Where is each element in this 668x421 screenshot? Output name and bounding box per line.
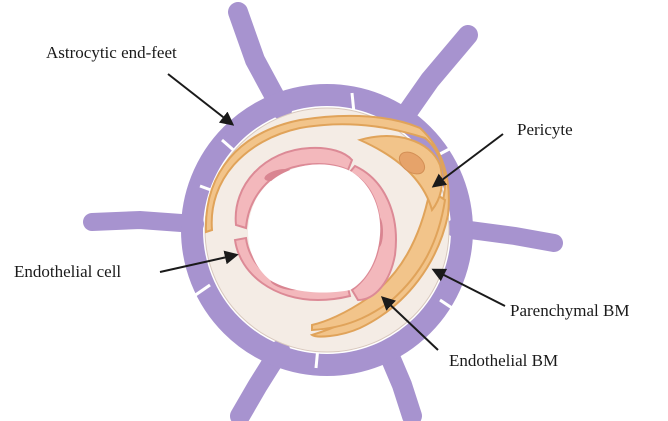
label-endothelial-cell: Endothelial cell xyxy=(14,263,121,280)
label-parenchymal-bm: Parenchymal BM xyxy=(510,302,629,319)
arrow-astrocytic-end-feet xyxy=(168,74,232,124)
label-pericyte: Pericyte xyxy=(517,121,573,138)
astrocyte-process xyxy=(402,35,468,120)
astrocyte-process xyxy=(92,220,195,224)
label-astrocytic-end-feet: Astrocytic end-feet xyxy=(46,44,177,61)
astrocyte-process xyxy=(388,352,412,416)
label-endothelial-bm: Endothelial BM xyxy=(449,352,558,369)
